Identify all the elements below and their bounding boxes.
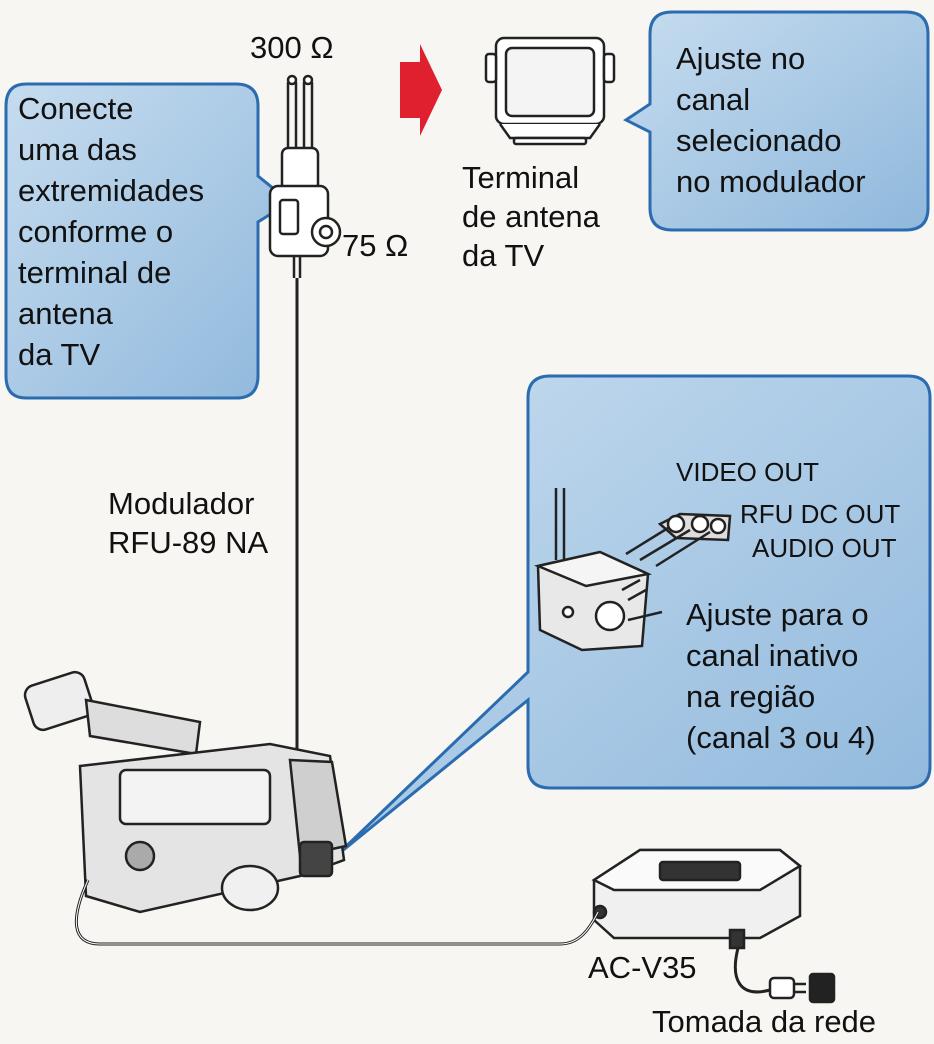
callout-connect-line: Conecte <box>18 91 134 126</box>
wall-plug-icon <box>768 972 836 1004</box>
power-cord <box>733 947 771 994</box>
modulator-line-1: Modulador <box>108 486 255 521</box>
callout-modulator-line: canal inativo <box>686 638 859 673</box>
callout-tune-tv-text: Ajuste no canal selecionado no modulador <box>676 38 866 202</box>
outlet-label: Tomada da rede <box>652 1004 877 1039</box>
callout-connect-line: terminal de <box>18 255 172 290</box>
antenna-transformer-icon <box>268 74 342 278</box>
tv-terminal-line-3: da TV <box>462 238 545 273</box>
callout-modulator-line: Ajuste para o <box>686 597 869 632</box>
callout-connect-text: Conecte uma das extremidades conforme o … <box>18 88 204 375</box>
callout-tune-tv-line: Ajuste no <box>676 41 806 76</box>
callout-modulator-line: na região <box>686 679 816 714</box>
callout-tune-tv-line: no modulador <box>676 164 866 199</box>
rfu-dc-out-label: RFU DC OUT <box>740 499 901 529</box>
tv-terminal-line-2: de antena <box>462 199 600 234</box>
audio-out-label: AUDIO OUT <box>752 533 897 563</box>
camcorder-icon <box>23 670 348 914</box>
modulator-label: Modulador RFU-89 NA <box>108 484 268 562</box>
callout-connect-line: conforme o <box>18 214 174 249</box>
red-arrow-icon <box>400 44 442 136</box>
tv-terminal-line-1: Terminal <box>462 160 580 195</box>
callout-connect-line: uma das <box>18 132 137 167</box>
tv-icon <box>484 36 616 146</box>
tv-terminal-label: Terminal de antena da TV <box>462 158 600 275</box>
modulator-line-2: RFU-89 NA <box>108 525 269 560</box>
adapter-label: AC-V35 <box>588 950 697 985</box>
ac-adapter-icon <box>591 848 803 950</box>
callout-connect-line: da TV <box>18 337 101 372</box>
callout-connect-line: antena <box>18 296 113 331</box>
callout-tune-tv-line: selecionado <box>676 123 842 158</box>
callout-tune-tv-bubble <box>623 10 930 232</box>
video-out-label: VIDEO OUT <box>676 457 820 487</box>
callout-modulator-text: Ajuste para o canal inativo na região (c… <box>686 594 876 758</box>
callout-tune-tv-line: canal <box>676 82 751 117</box>
callout-connect-line: extremidades <box>18 173 205 208</box>
callout-modulator-line: (canal 3 ou 4) <box>686 720 876 755</box>
ohm-75-label: 75 Ω <box>342 228 409 263</box>
modulator-detail-icon <box>533 488 732 652</box>
ohm-300-label: 300 Ω <box>250 30 334 65</box>
callout-connect-bubble <box>4 82 293 400</box>
